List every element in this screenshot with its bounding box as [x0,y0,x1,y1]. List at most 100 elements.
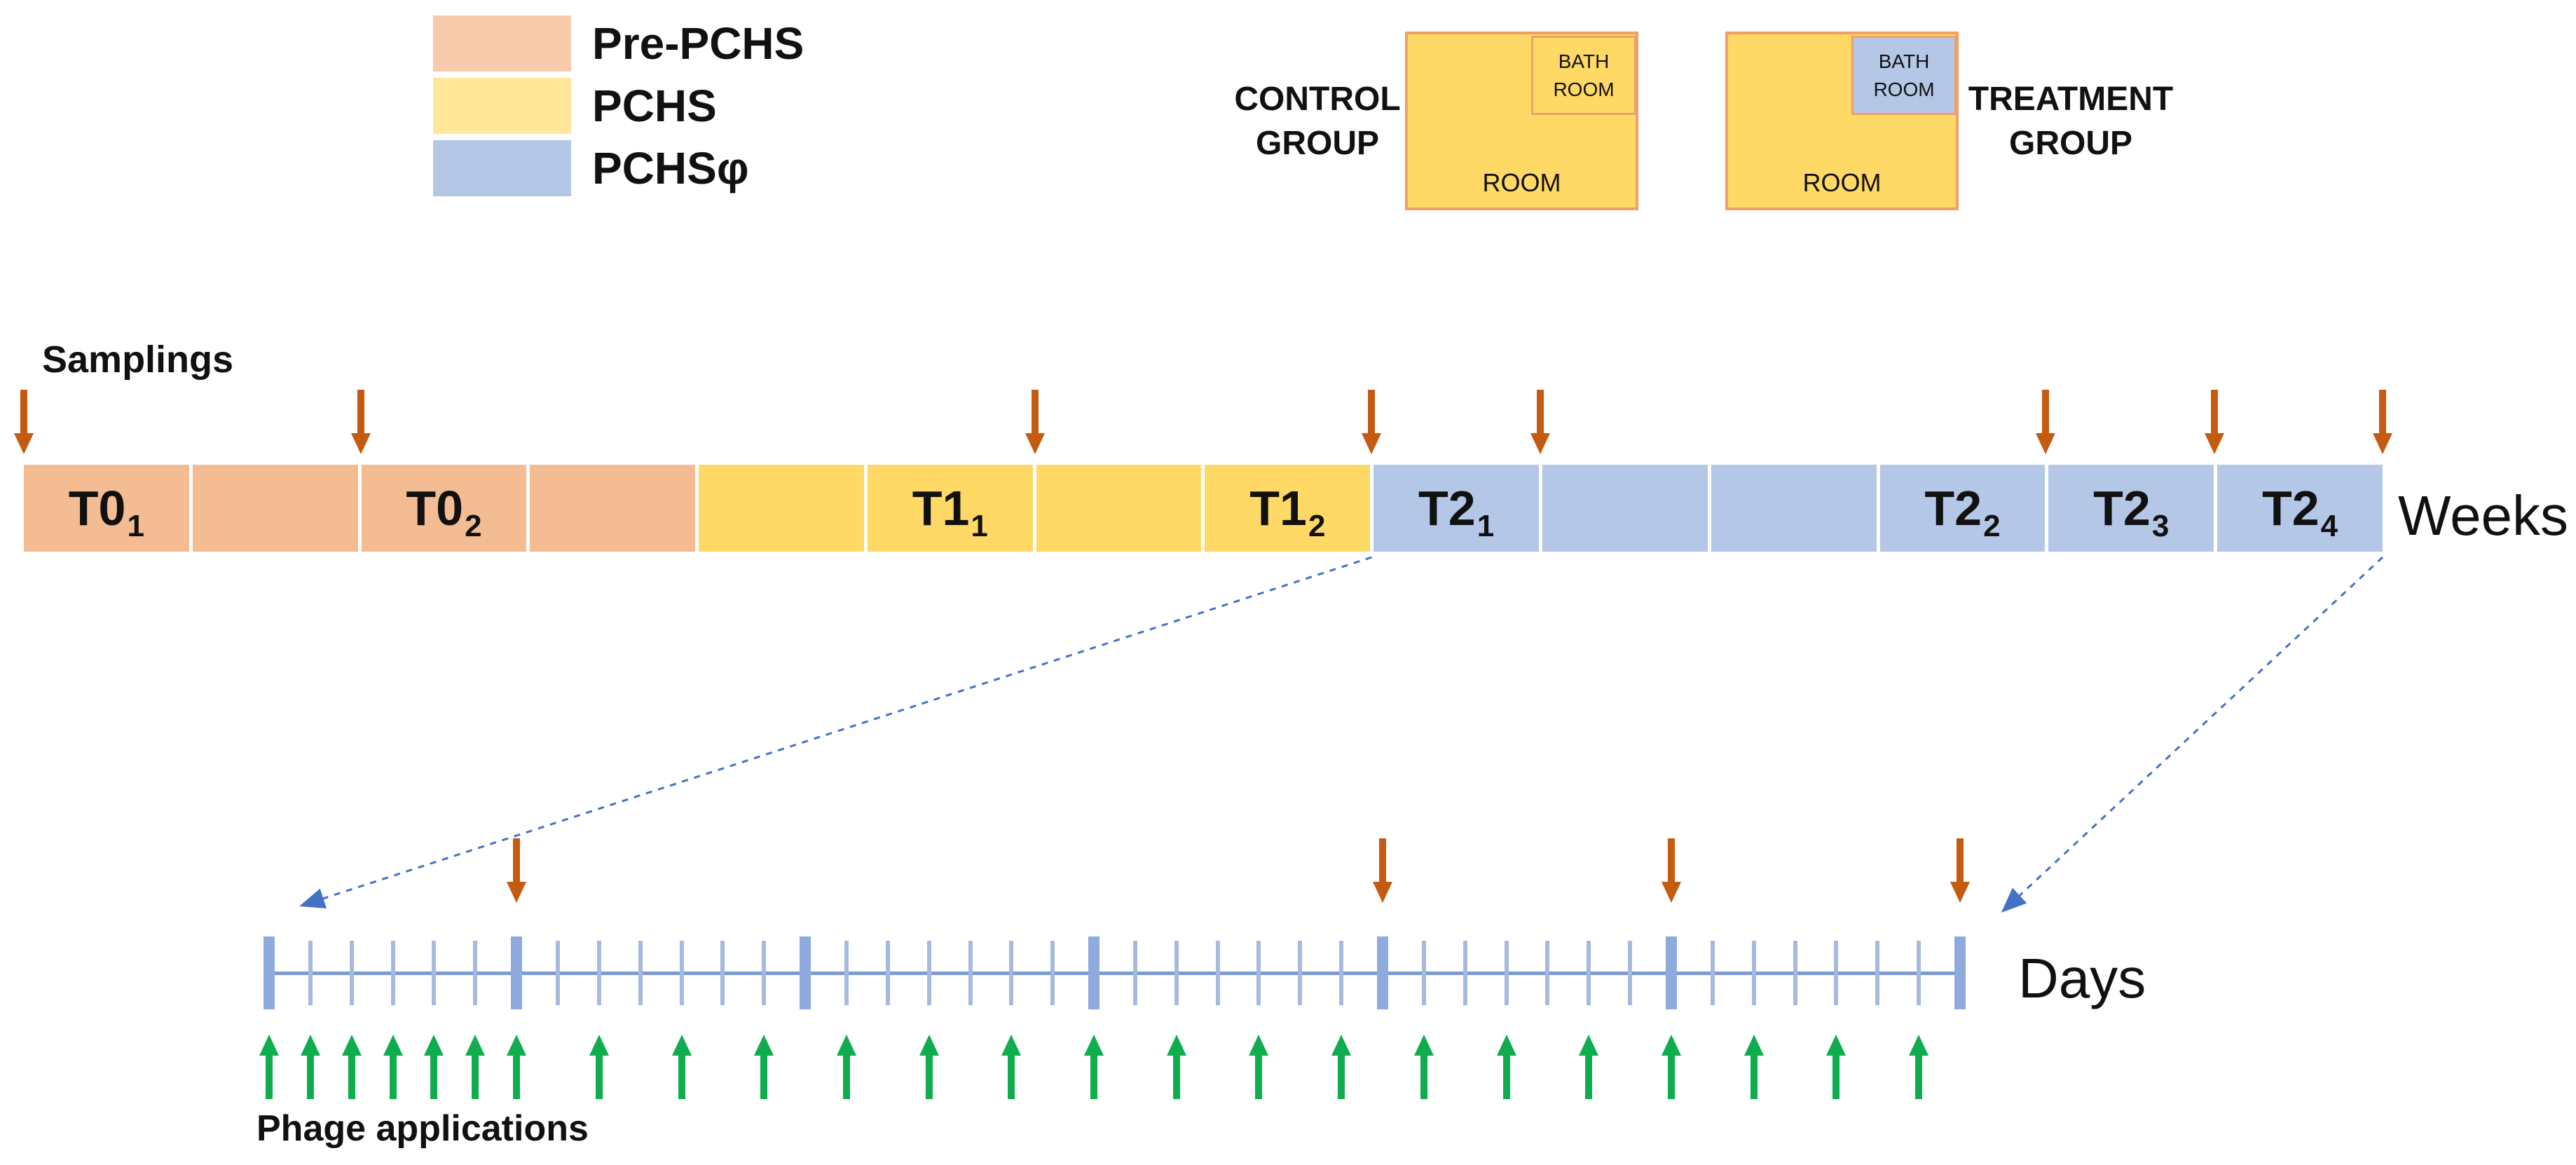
zoom-connector-left [299,556,1372,909]
day-tick [308,941,313,1005]
day-tick [926,941,931,1005]
day-tick [1298,941,1303,1005]
timepoint-label: T21 [1418,481,1495,543]
day-tick [1462,941,1467,1005]
sampling-arrow-day [1373,838,1393,903]
legend-row-pre-pchs: Pre-PCHS [433,15,804,71]
day-tick [555,941,560,1005]
phage-application-arrow [1331,1035,1352,1099]
day-tick [1256,941,1261,1005]
legend: Pre-PCHS PCHS PCHSφ [433,15,804,203]
legend-row-pchs: PCHS [433,78,804,134]
control-bathroom: BATH ROOM [1531,36,1636,115]
pre-pchs-swatch [433,15,571,71]
timepoint-label: T01 [68,481,144,543]
week-cell-t21: T21 [1373,465,1540,552]
week-cell-blank-2 [192,465,358,552]
timepoint-label: T22 [1924,481,2001,543]
phage-application-arrow [300,1035,320,1099]
treatment-group-title-line2: GROUP [2008,125,2132,163]
pchs-swatch [433,78,571,134]
day-tick [1793,941,1797,1005]
week-cell-blank-10 [1542,465,1708,552]
control-group-title-line2: GROUP [1255,125,1379,163]
day-tick [1215,941,1220,1005]
sampling-arrow-week [14,390,34,454]
week-cell-t11: T11 [867,465,1033,552]
day-tick [1917,941,1921,1005]
phage-application-arrow [1909,1035,1929,1099]
phage-application-arrow [919,1035,939,1099]
treatment-bathroom: BATH ROOM [1851,36,1957,115]
day-tick [1628,941,1633,1005]
day-tick [638,941,643,1005]
week-boundary-tick [1377,936,1389,1009]
day-tick [596,941,601,1005]
sampling-arrow-week [1025,390,1045,454]
control-bathroom-label-line1: BATH [1558,50,1610,73]
phage-application-arrow [754,1035,774,1099]
day-tick [679,941,684,1005]
phage-application-arrow [383,1035,403,1099]
phage-application-arrow [341,1035,362,1099]
week-boundary-tick [1088,936,1100,1009]
day-tick [1545,941,1550,1005]
treatment-group-title-line1: TREATMENT [1968,81,2174,118]
pchs-phi-label: PCHSφ [592,143,749,193]
treatment-bathroom-label-line2: ROOM [1873,78,1935,100]
week-cell-t22: T22 [1879,465,2046,552]
day-tick [1174,941,1179,1005]
days-timeline-line [269,972,1960,975]
phage-application-arrow [1166,1035,1186,1099]
day-tick [1875,941,1880,1005]
control-group-title-line1: CONTROL [1234,81,1401,118]
control-bathroom-label-line2: ROOM [1553,78,1615,100]
phage-application-arrow [1001,1035,1022,1099]
day-tick [885,941,890,1005]
sampling-arrow-week [2036,390,2056,454]
day-tick [1504,941,1509,1005]
samplings-label: Samplings [42,339,234,381]
pchs-phi-swatch [433,140,571,196]
day-tick [1751,941,1756,1005]
week-boundary-tick [1666,936,1678,1009]
control-group-title: CONTROL GROUP [1212,77,1423,166]
control-room-diagram: BATH ROOM ROOM [1405,32,1638,210]
treatment-room-label: ROOM [1802,168,1882,197]
phage-application-arrow [1084,1035,1104,1099]
day-tick [762,941,767,1005]
week-cell-t12: T12 [1205,465,1371,552]
day-tick [968,941,973,1005]
timepoint-label: T24 [2261,481,2338,543]
day-tick [1009,941,1014,1005]
sampling-arrow-week [1362,390,1382,454]
day-tick [390,941,395,1005]
day-tick [1050,941,1055,1005]
day-tick [844,941,849,1005]
day-tick [1834,941,1839,1005]
day-tick [1421,941,1426,1005]
control-room-label: ROOM [1482,168,1561,197]
week-boundary-tick [263,936,275,1009]
timepoint-label: T11 [912,481,988,543]
day-tick [720,941,725,1005]
day-tick [473,941,478,1005]
day-tick [432,941,437,1005]
day-tick [1710,941,1715,1005]
sampling-arrow-week [2204,390,2224,454]
week-cell-blank-4 [530,465,696,552]
zoom-connector-right [2001,556,2384,913]
sampling-arrow-day [1950,838,1970,903]
day-tick [349,941,354,1005]
sampling-arrow-week [2373,390,2392,454]
week-cell-t01: T01 [24,465,189,552]
week-boundary-tick [800,936,811,1009]
week-cell-blank-5 [699,465,864,552]
phage-application-arrow [1662,1035,1682,1099]
week-cell-t23: T23 [2048,465,2214,552]
week-cell-blank-11 [1711,465,1877,552]
phage-application-arrow [836,1035,856,1099]
sampling-arrow-day [1662,838,1682,903]
legend-row-pchs-phi: PCHSφ [433,140,804,196]
